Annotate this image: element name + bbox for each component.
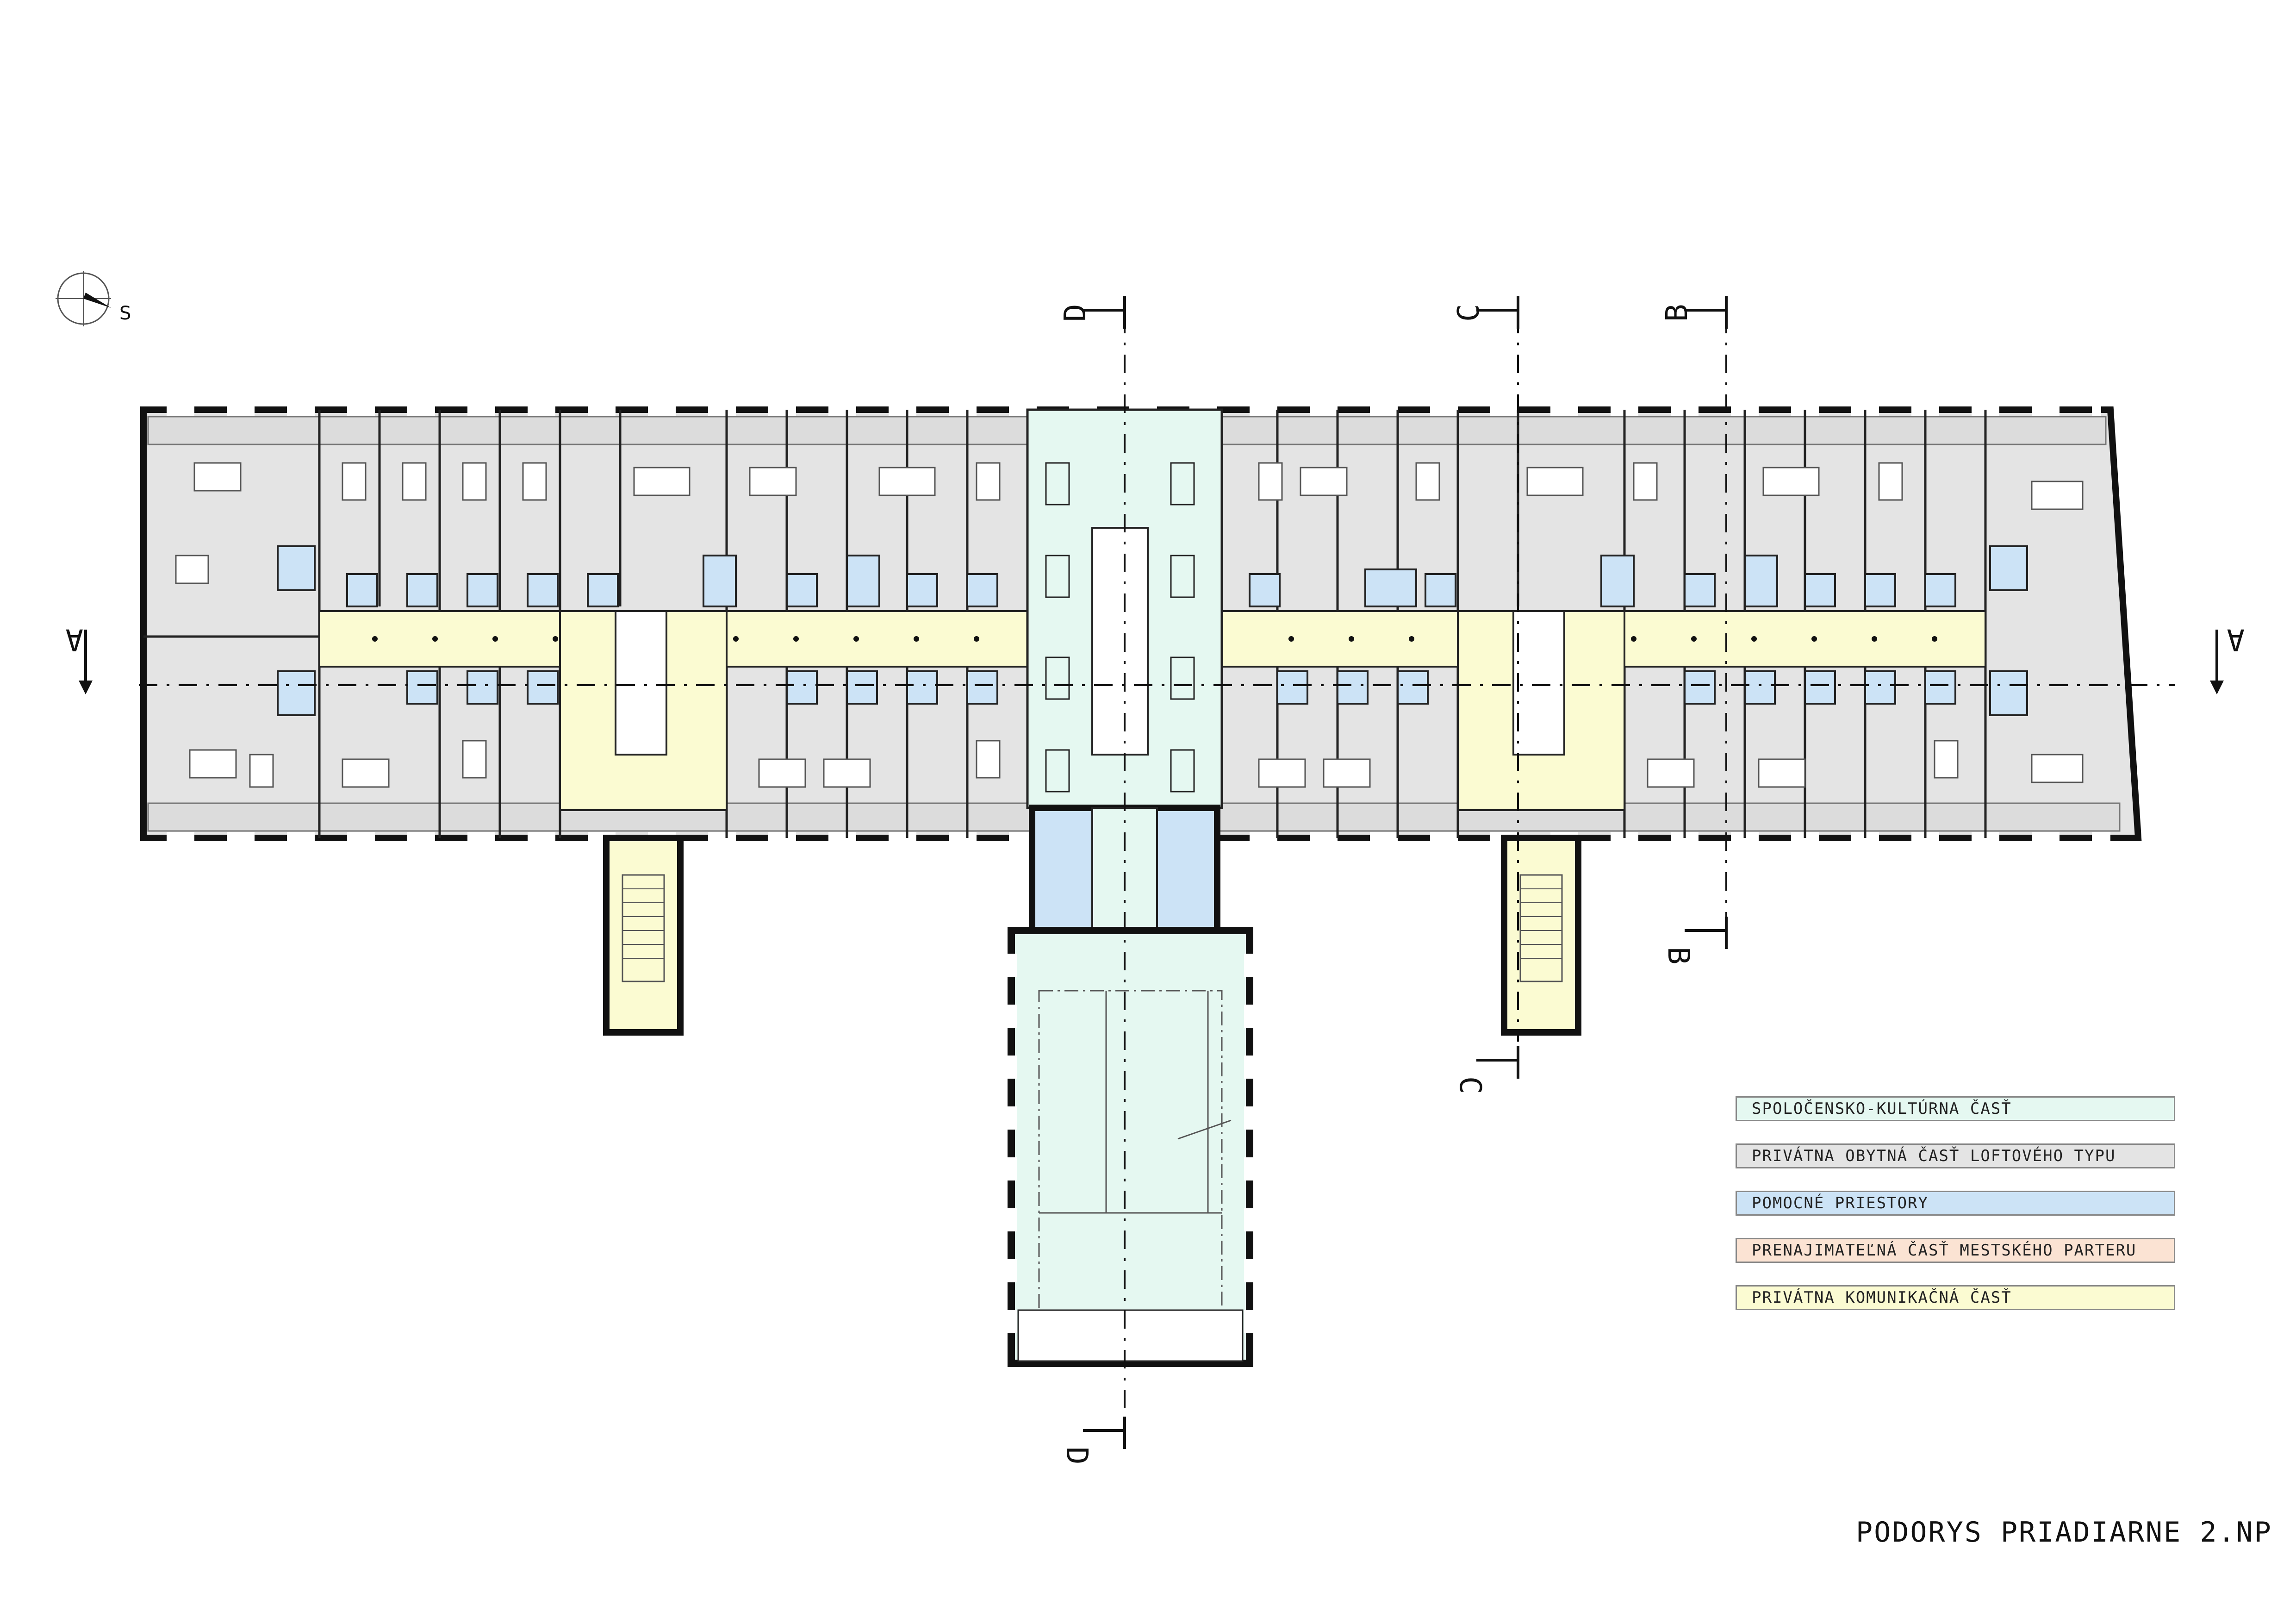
section-label-d-top: D xyxy=(1058,304,1093,322)
section-label-b-bottom: B xyxy=(1661,947,1695,965)
section-marker-c-top: C xyxy=(1452,296,1519,329)
bathroom-pods xyxy=(277,545,2028,716)
main-wing xyxy=(140,404,2142,844)
compass-label: S xyxy=(119,303,131,324)
section-marker-b-bottom: B xyxy=(1661,917,1728,965)
legend-label: PRENAJIMATEĽNÁ ČASŤ MESTSKÉHO PARTERU xyxy=(1752,1241,2137,1260)
staircase-right xyxy=(1501,835,1581,1036)
section-label-c-top: C xyxy=(1452,304,1486,322)
section-marker-d-top: D xyxy=(1058,296,1126,329)
section-marker-d-bottom: D xyxy=(1059,1417,1126,1465)
section-marker-a-left: A xyxy=(65,622,93,694)
legend-item-private-living: PRIVÁTNA OBYTNÁ ČASŤ LOFTOVÉHO TYPU xyxy=(1736,1143,2175,1168)
section-marker-b-top: B xyxy=(1660,296,1728,329)
furniture xyxy=(175,462,2084,788)
legend-item-social-cultural: SPOLOČENSKO-KULTÚRNA ČASŤ xyxy=(1736,1096,2175,1121)
staircase-left xyxy=(603,835,684,1036)
section-label-a-right: A xyxy=(2227,622,2245,656)
drawing-title: PODORYS PRIADIARNE 2.NP xyxy=(1856,1516,2272,1549)
legend-label: PRIVÁTNA OBYTNÁ ČASŤ LOFTOVÉHO TYPU xyxy=(1752,1147,2116,1165)
section-cut-lines xyxy=(139,315,2175,1426)
legend: SPOLOČENSKO-KULTÚRNA ČASŤ PRIVÁTNA OBYTN… xyxy=(1736,1096,2175,1332)
section-label-d-bottom: D xyxy=(1059,1447,1094,1465)
section-label-b-top: B xyxy=(1660,304,1694,322)
legend-item-private-communication: PRIVÁTNA KOMUNIKAČNÁ ČASŤ xyxy=(1736,1285,2175,1310)
legend-label: POMOCNÉ PRIESTORY xyxy=(1752,1194,1929,1212)
legend-label: SPOLOČENSKO-KULTÚRNA ČASŤ xyxy=(1752,1099,2012,1118)
section-marker-c-bottom: C xyxy=(1453,1046,1519,1094)
section-marker-a-right: A xyxy=(2210,622,2245,694)
north-compass: S xyxy=(56,271,131,326)
sports-hall xyxy=(1006,927,1255,1367)
legend-item-auxiliary: POMOCNÉ PRIESTORY xyxy=(1736,1191,2175,1216)
section-label-c-bottom: C xyxy=(1453,1076,1487,1094)
legend-label: PRIVÁTNA KOMUNIKAČNÁ ČASŤ xyxy=(1752,1288,2012,1307)
legend-item-rentable-parterre: PRENAJIMATEĽNÁ ČASŤ MESTSKÉHO PARTERU xyxy=(1736,1238,2175,1263)
column-grid-dots xyxy=(372,636,1937,642)
section-label-a-left: A xyxy=(65,622,83,656)
